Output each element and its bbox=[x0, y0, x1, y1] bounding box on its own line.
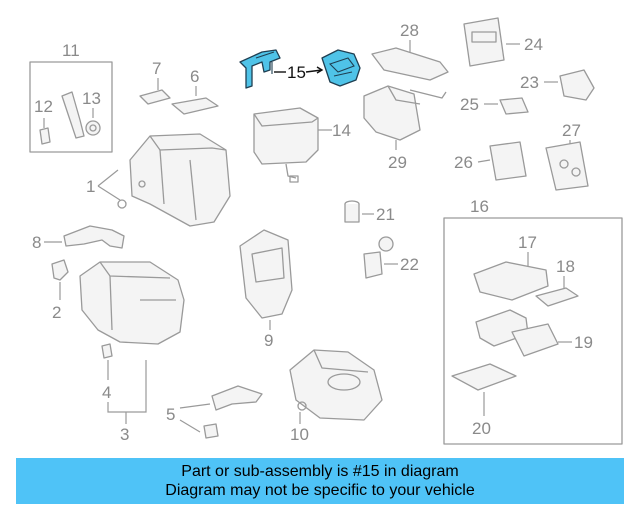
callout-29: 29 bbox=[388, 153, 407, 172]
part-25-bezel bbox=[499, 97, 529, 115]
info-banner: Part or sub-assembly is #15 in diagram D… bbox=[16, 458, 624, 504]
part-2-retainer bbox=[51, 259, 69, 281]
part-15-cover bbox=[321, 49, 361, 87]
part-3: 3 bbox=[107, 360, 147, 444]
part-29-shifter bbox=[363, 85, 421, 141]
callout-2: 2 bbox=[52, 303, 61, 322]
callout-28: 28 bbox=[400, 21, 419, 40]
callout-25: 25 bbox=[460, 95, 479, 114]
part-25: 25 bbox=[460, 95, 529, 115]
callout-17: 17 bbox=[518, 233, 537, 252]
part-9: 9 bbox=[239, 229, 293, 350]
part-21-socket bbox=[344, 204, 360, 223]
callout-1: 1 bbox=[86, 177, 95, 196]
part-15-bracket bbox=[239, 49, 281, 89]
callout-3: 3 bbox=[120, 425, 129, 444]
callout-8: 8 bbox=[32, 233, 41, 252]
part-26: 26 bbox=[454, 141, 527, 181]
part-22-outlet bbox=[363, 251, 383, 279]
part-27: 27 bbox=[545, 121, 589, 191]
part-1-console-body bbox=[129, 133, 231, 227]
part-18-pad bbox=[535, 287, 579, 307]
banner-line-1: Part or sub-assembly is #15 in diagram bbox=[181, 463, 459, 480]
part-5-bracket bbox=[211, 385, 263, 411]
part-26-panel bbox=[489, 141, 527, 181]
callout-18: 18 bbox=[556, 257, 575, 276]
callout-13: 13 bbox=[82, 89, 101, 108]
part-lower-console bbox=[79, 261, 185, 345]
callout-23: 23 bbox=[520, 73, 539, 92]
callout-9: 9 bbox=[264, 331, 273, 350]
part-14-bin bbox=[253, 107, 319, 165]
callout-26: 26 bbox=[454, 153, 473, 172]
part-19-latch bbox=[511, 323, 559, 357]
part-13-grommet bbox=[85, 120, 101, 136]
callout-20: 20 bbox=[472, 419, 491, 438]
part-8-bracket bbox=[63, 225, 125, 249]
callout-14: 14 bbox=[332, 121, 351, 140]
part-2: 2 bbox=[51, 259, 69, 322]
part-28: 28 bbox=[371, 21, 449, 81]
part-14: 14 bbox=[253, 107, 351, 183]
callout-6: 6 bbox=[190, 67, 199, 86]
callout-5: 5 bbox=[166, 405, 175, 424]
group-16-frame bbox=[443, 217, 623, 445]
callout-16: 16 bbox=[470, 197, 489, 216]
group-11-frame bbox=[29, 61, 113, 153]
callout-12: 12 bbox=[34, 97, 53, 116]
part-5: 5 bbox=[166, 385, 263, 439]
callout-10: 10 bbox=[290, 425, 309, 444]
part-28-armrest bbox=[371, 47, 449, 81]
callout-4: 4 bbox=[102, 383, 111, 402]
part-10: 10 bbox=[289, 349, 383, 444]
lower-console-frame bbox=[79, 261, 185, 345]
callout-22: 22 bbox=[400, 255, 419, 274]
callout-27: 27 bbox=[562, 121, 581, 140]
part-1: 1 bbox=[86, 133, 231, 227]
part-6: 6 bbox=[171, 67, 219, 115]
part-10-console-base bbox=[289, 349, 383, 421]
part-20-mat bbox=[451, 363, 517, 391]
part-17-lid bbox=[473, 261, 549, 301]
callout-21: 21 bbox=[376, 205, 395, 224]
callout-24: 24 bbox=[524, 35, 543, 54]
banner-line-2: Diagram may not be specific to your vehi… bbox=[165, 482, 475, 499]
part-24: 24 bbox=[463, 17, 543, 67]
part-23: 23 bbox=[520, 69, 595, 101]
part-15-highlight: 15 bbox=[239, 49, 361, 89]
part-4: 4 bbox=[101, 343, 113, 402]
callout-7: 7 bbox=[152, 59, 161, 78]
part-8: 8 bbox=[32, 225, 125, 252]
part-23-switch bbox=[559, 69, 595, 101]
part-12-clip bbox=[39, 127, 51, 145]
part-12-strap bbox=[61, 91, 85, 139]
part-7-pad bbox=[139, 89, 171, 105]
part-22-cap bbox=[378, 236, 394, 252]
part-5-clip bbox=[203, 423, 219, 439]
part-group-16: 16 17 18 19 20 bbox=[443, 197, 623, 445]
part-4-clip bbox=[101, 343, 113, 359]
callout-19: 19 bbox=[574, 333, 593, 352]
part-21: 21 bbox=[344, 200, 395, 224]
part-7: 7 bbox=[139, 59, 171, 105]
part-9-trim-panel bbox=[239, 229, 293, 319]
part-6-mat bbox=[171, 97, 219, 115]
callout-15: 15 bbox=[287, 63, 306, 82]
part-29: 29 bbox=[363, 85, 447, 172]
callout-11: 11 bbox=[62, 41, 80, 60]
part-group-11: 11 12 13 bbox=[29, 41, 113, 153]
part-22: 22 bbox=[363, 236, 419, 279]
